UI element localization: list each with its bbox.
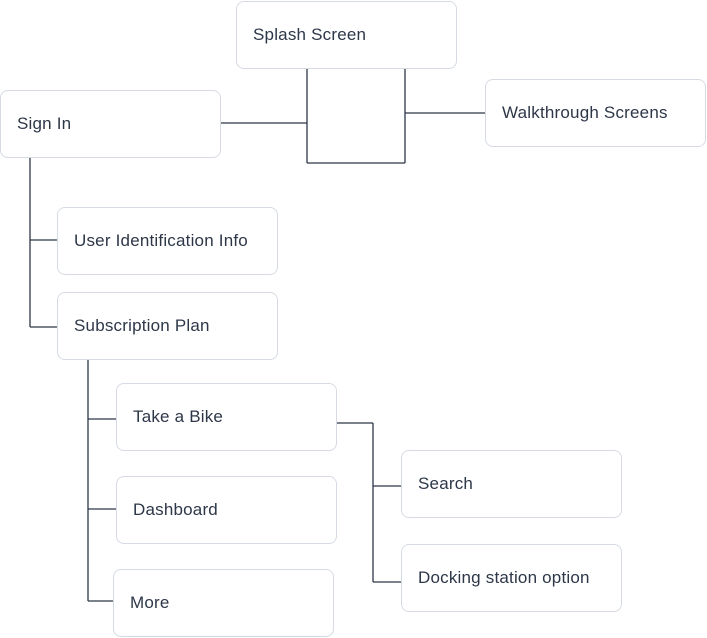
subscription-plan-node[interactable]: Subscription Plan bbox=[57, 292, 278, 360]
walkthrough-screens-node[interactable]: Walkthrough Screens bbox=[485, 79, 706, 147]
sign-in-node[interactable]: Sign In bbox=[0, 90, 221, 158]
docking-station-option-node[interactable]: Docking station option bbox=[401, 544, 622, 612]
take-a-bike-node[interactable]: Take a Bike bbox=[116, 383, 337, 451]
more-node[interactable]: More bbox=[113, 569, 334, 637]
splash-screen-node[interactable]: Splash Screen bbox=[236, 1, 457, 69]
user-identification-info-node[interactable]: User Identification Info bbox=[57, 207, 278, 275]
dashboard-node[interactable]: Dashboard bbox=[116, 476, 337, 544]
search-node[interactable]: Search bbox=[401, 450, 622, 518]
